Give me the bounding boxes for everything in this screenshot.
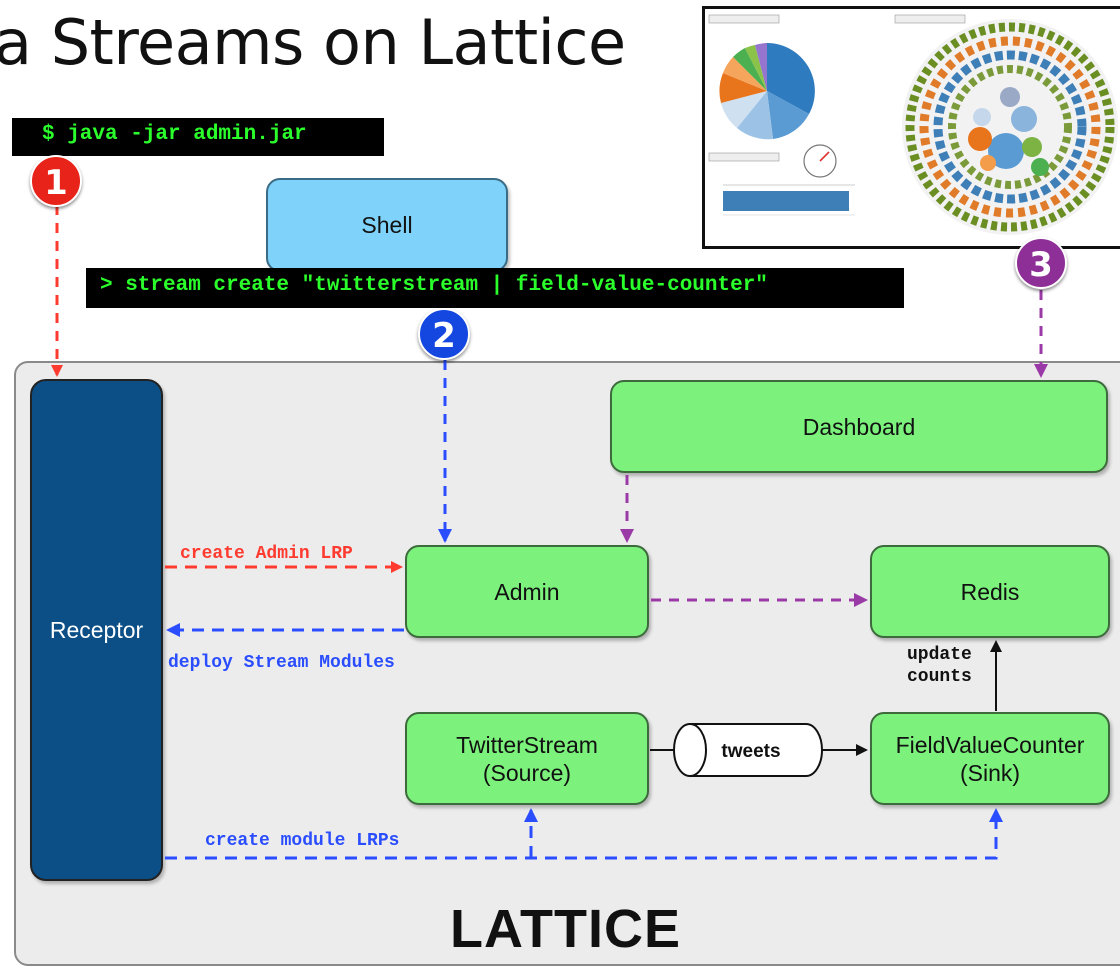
shell-node: Shell: [266, 178, 508, 272]
dashboard-node: Dashboard: [610, 380, 1108, 473]
admin-node: Admin: [405, 545, 649, 638]
dashboard-label: Dashboard: [802, 413, 916, 440]
edge-receptor-to-modules: [165, 808, 1003, 860]
receptor-node: Receptor: [30, 379, 163, 881]
fieldvaluecounter-label: FieldValueCounter: [895, 731, 1085, 758]
create-module-lrps-label: create module LRPs: [205, 831, 400, 851]
step-badge-3: 3: [1015, 237, 1067, 289]
slide-title: a Streams on Lattice: [0, 6, 626, 79]
receptor-label: Receptor: [49, 617, 144, 643]
tweets-label: tweets: [721, 741, 781, 762]
java-command-text: $ java -jar admin.jar: [42, 123, 307, 146]
deploy-stream-modules-label: deploy Stream Modules: [168, 653, 395, 673]
java-command-terminal: $ java -jar admin.jar: [12, 118, 384, 156]
update-counts-label-line1: update: [907, 645, 972, 665]
stream-command-text: > stream create "twitterstream | field-v…: [100, 274, 768, 297]
redis-label: Redis: [960, 578, 1020, 605]
dashboard-screenshot-graphic: [708, 14, 1118, 235]
lattice-label: LATTICE: [450, 899, 681, 959]
twitterstream-source-node: TwitterStream (Source): [405, 712, 649, 805]
dashboard-screenshot: [702, 6, 1120, 249]
update-counts-label-line2: counts: [907, 667, 972, 687]
step-badge-2: 2: [418, 308, 470, 360]
tweets-queue: [673, 723, 823, 777]
shell-label: Shell: [361, 212, 413, 238]
fieldvaluecounter-role-label: (Sink): [959, 759, 1021, 786]
admin-label: Admin: [494, 578, 560, 605]
create-admin-lrp-label: create Admin LRP: [180, 544, 353, 564]
twitterstream-label: TwitterStream: [456, 731, 598, 758]
twitterstream-role-label: (Source): [482, 759, 572, 786]
stream-command-terminal: > stream create "twitterstream | field-v…: [86, 268, 904, 308]
redis-node: Redis: [870, 545, 1110, 638]
fieldvaluecounter-sink-node: FieldValueCounter (Sink): [870, 712, 1110, 805]
step-badge-1: 1: [30, 155, 82, 207]
